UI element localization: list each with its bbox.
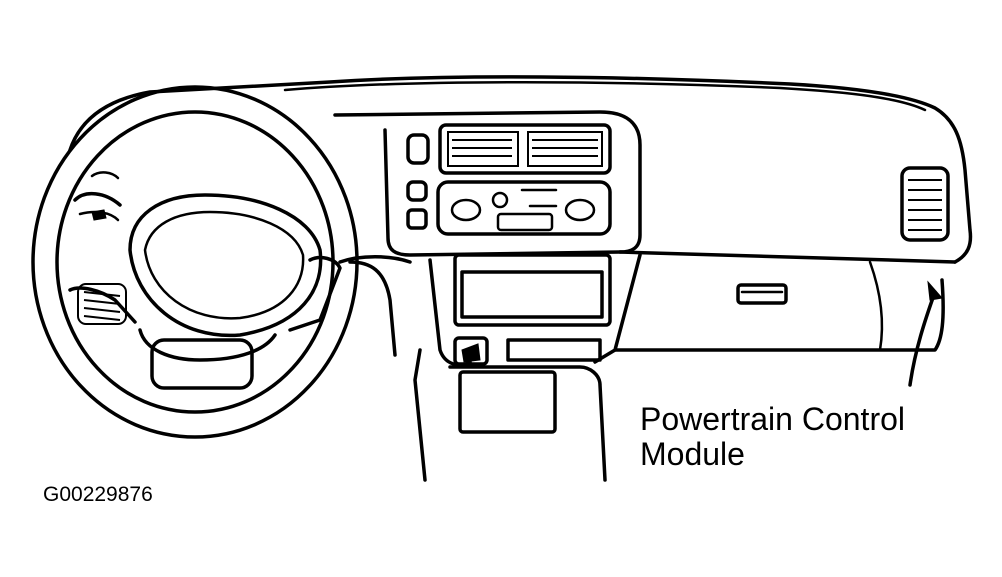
- pcm-label-line1: Powertrain Control: [640, 401, 905, 437]
- glovebox-handle: [736, 283, 788, 305]
- pcm-label-line2: Module: [640, 436, 745, 472]
- figure-id: G00229876: [43, 483, 153, 506]
- dashboard-outline: [68, 75, 973, 482]
- passenger-vent: [900, 166, 950, 242]
- pcm-callout-arrow: [908, 280, 943, 387]
- center-stack: [406, 123, 612, 482]
- steering-wheel: [31, 85, 397, 439]
